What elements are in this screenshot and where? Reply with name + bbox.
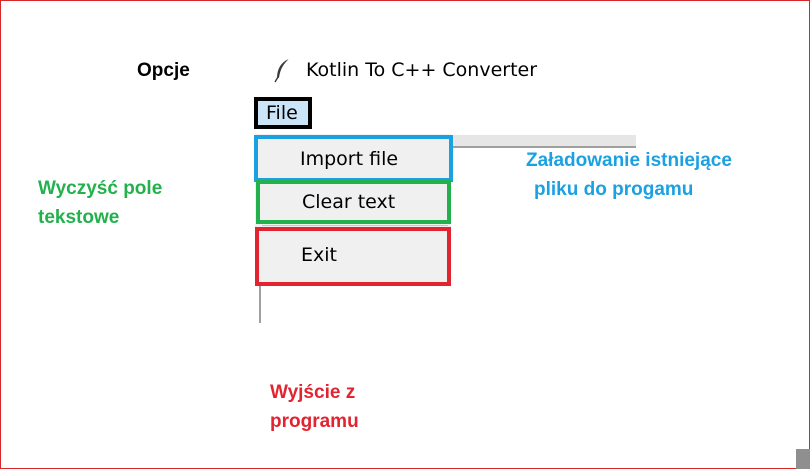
window-title: Kotlin To C++ Converter — [272, 57, 537, 83]
clear-annotation: Wyczyść pole tekstowe — [38, 174, 162, 232]
menu-item-clear-text[interactable]: Clear text — [256, 180, 451, 224]
feather-icon — [274, 58, 290, 83]
annotation-line: programu — [270, 411, 359, 432]
menu-item-label: Import file — [300, 147, 399, 170]
exit-annotation: Wyjście z programu — [270, 378, 359, 436]
annotation-line: tekstowe — [38, 207, 120, 228]
text-area-left-edge — [259, 282, 261, 323]
annotation-line: Załadowanie istniejące — [526, 150, 732, 171]
text-area-top-edge — [450, 146, 636, 148]
annotation-line: Wyjście z — [270, 382, 356, 403]
menu-separator — [262, 225, 448, 226]
annotation-line: Wyczyść pole — [38, 178, 163, 199]
menu-item-label: Clear text — [302, 191, 396, 213]
corner-shade — [796, 449, 810, 469]
annotation-line: pliku do progamu — [534, 179, 694, 200]
text-area-top-bar — [450, 135, 636, 146]
file-menu-button[interactable]: File — [254, 97, 312, 129]
options-label: Opcje — [137, 60, 190, 81]
menu-item-exit[interactable]: Exit — [255, 227, 451, 286]
app-title-text: Kotlin To C++ Converter — [306, 59, 538, 81]
import-annotation: Załadowanie istniejące pliku do progamu — [526, 146, 732, 204]
menu-item-import-file[interactable]: Import file — [254, 135, 453, 182]
menu-item-label: Exit — [301, 243, 337, 266]
